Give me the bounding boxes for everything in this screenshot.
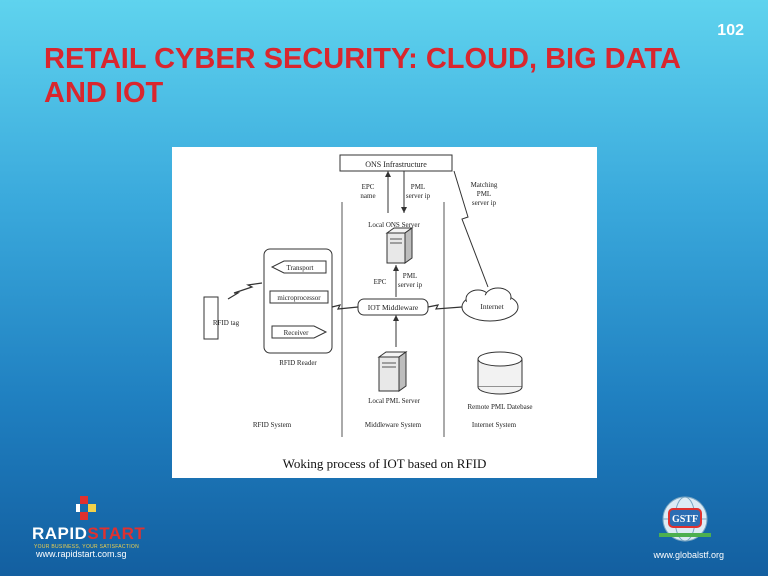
local-ons-server-label: Local ONS Server xyxy=(368,221,420,229)
transport-label: Transport xyxy=(287,264,314,272)
rfid-system-label: RFID System xyxy=(253,421,292,429)
gstf-url: www.globalstf.org xyxy=(653,550,724,560)
link-reader-middleware xyxy=(331,304,359,310)
pml-server-ip-label-2: server ip xyxy=(406,192,431,200)
local-pml-server-icon xyxy=(377,351,408,392)
microprocessor-label: microprocessor xyxy=(277,294,321,302)
middleware-system-label: Middleware System xyxy=(365,421,422,429)
arrow-head-middleware xyxy=(393,315,399,321)
slide-title: RETAIL CYBER SECURITY: CLOUD, BIG DATA A… xyxy=(44,43,680,109)
ons-infrastructure-box xyxy=(339,154,453,172)
lightning-ons-internet xyxy=(453,170,489,288)
epc-name-label-1: EPC xyxy=(362,183,375,191)
slide-number: 102 xyxy=(717,22,744,39)
arrow-head-up xyxy=(385,171,391,177)
rapidstart-logo: RAPIDSTART YOUR BUSINESS, YOUR SATISFACT… xyxy=(30,494,150,564)
pml-label-2: server ip xyxy=(398,281,423,289)
arrow-head-server xyxy=(393,265,399,271)
brand-part-b: START xyxy=(87,524,146,543)
pml-server-ip-label-1: PML xyxy=(411,183,425,191)
lightning-tag-reader xyxy=(227,282,263,300)
rfid-reader-label: RFID Reader xyxy=(279,359,317,367)
matching-label-1: Matching xyxy=(471,181,498,189)
iot-rfid-diagram: ONS Infrastructure EPC name PML server i… xyxy=(172,147,597,478)
figure-caption: Woking process of IOT based on RFID xyxy=(282,456,487,471)
iot-middleware-label: IOT Middleware xyxy=(368,303,419,312)
microprocessor-box xyxy=(269,290,329,304)
matching-label-3: server ip xyxy=(472,199,497,207)
epc-name-label-2: name xyxy=(360,192,375,200)
matching-label-2: PML xyxy=(477,190,491,198)
diagram-canvas: ONS Infrastructure EPC name PML server i… xyxy=(203,154,533,437)
brand-part-a: RAPID xyxy=(32,524,88,543)
rapidstart-tagline: YOUR BUSINESS, YOUR SATISFACTION xyxy=(34,544,139,550)
local-ons-server-icon xyxy=(385,227,414,264)
arrow-head-down xyxy=(401,207,407,213)
remote-database-icon xyxy=(477,351,523,395)
gstf-logo: GSTF xyxy=(649,495,721,545)
link-middleware-internet xyxy=(427,304,463,310)
pml-label-1: PML xyxy=(403,272,417,280)
ons-infrastructure-label: ONS Infrastructure xyxy=(365,160,427,169)
rfid-tag-box xyxy=(203,296,219,340)
receiver-label: Receiver xyxy=(284,329,310,337)
epc-label: EPC xyxy=(374,278,387,286)
rapidstart-wordmark: RAPIDSTART xyxy=(32,524,145,544)
rfid-tag-label: RFID tag xyxy=(213,319,240,327)
remote-pml-database-label: Remote PML Datebase xyxy=(467,403,532,411)
receiver-arrow-box xyxy=(271,325,328,339)
rapidstart-emblem-icon xyxy=(76,496,96,520)
transport-arrow-box xyxy=(270,260,327,274)
rapidstart-url: www.rapidstart.com.sg xyxy=(36,549,127,559)
gstf-logo-text: GSTF xyxy=(672,514,698,525)
internet-system-label: Internet System xyxy=(472,421,517,429)
internet-label: Internet xyxy=(480,302,504,311)
local-pml-server-label: Local PML Server xyxy=(368,397,421,405)
internet-cloud xyxy=(461,287,519,322)
gstf-globe-icon: GSTF xyxy=(659,496,711,542)
